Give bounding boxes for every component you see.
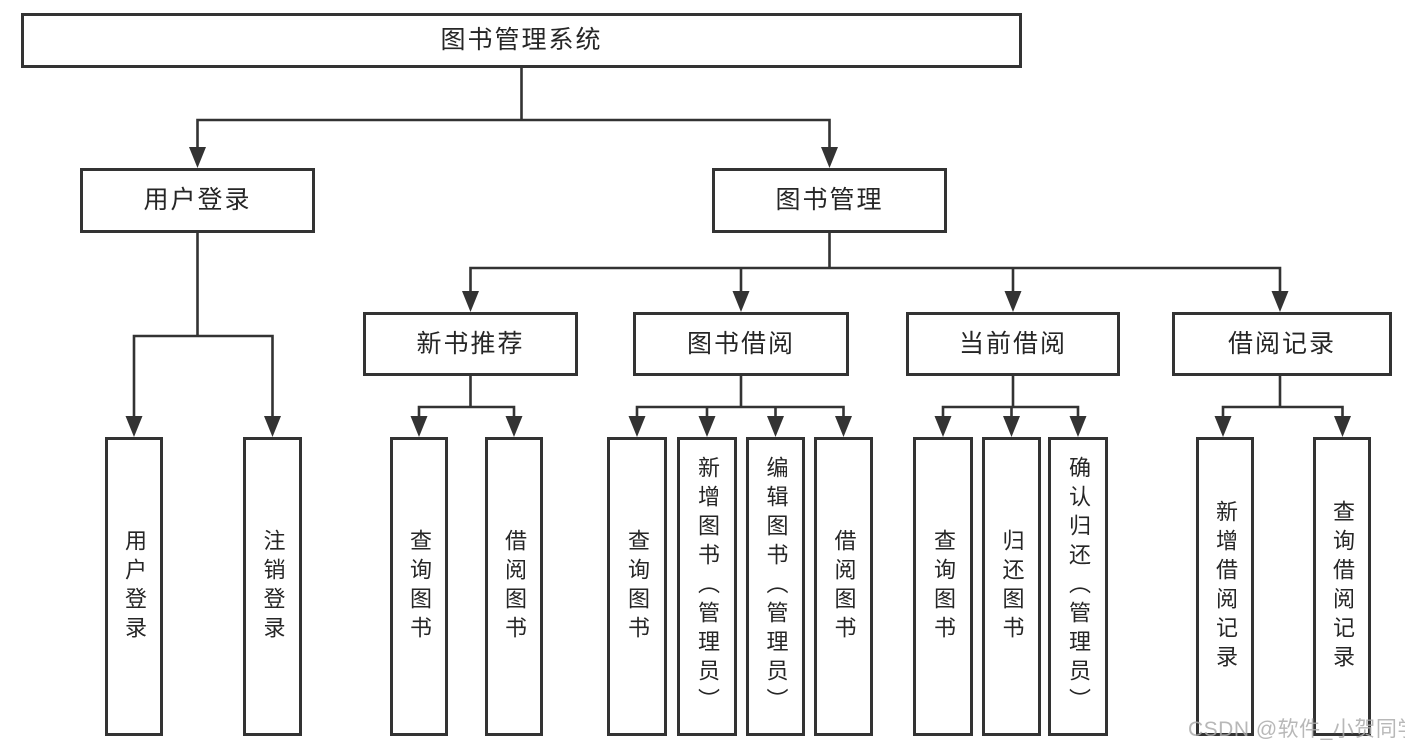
- leaf-label: 新增图书（管理员）: [695, 456, 720, 717]
- node-user-login: 用户登录: [80, 168, 315, 233]
- connector-new-book-recommend: [417, 374, 516, 420]
- leaf-label: 确认归还（管理员）: [1066, 456, 1091, 717]
- leaf-add-books-admin: 新增图书（管理员）: [677, 437, 737, 736]
- leaf-logout: 注销登录: [243, 437, 302, 736]
- leaf-label: 查询图书: [625, 528, 650, 645]
- leaf-label: 编辑图书（管理员）: [763, 456, 789, 717]
- leaf-label: 归还图书: [999, 528, 1025, 645]
- node-label: 图书管理系统: [440, 26, 603, 54]
- arrowheads-book-borrow-leaves: [628, 416, 852, 437]
- connector-user-login-to-leaves: [132, 231, 274, 420]
- node-book-management: 图书管理: [712, 168, 947, 233]
- node-label: 用户登录: [143, 186, 252, 214]
- node-new-book-recommend: 新书推荐: [363, 312, 578, 376]
- leaf-borrow-books: 借阅图书: [814, 437, 873, 736]
- arrowheads-borrow-records-leaves: [1214, 416, 1351, 437]
- arrowheads-level3: [462, 291, 1289, 312]
- node-library-management-system: 图书管理系统: [21, 13, 1022, 68]
- leaf-label: 注销登录: [260, 528, 286, 645]
- arrowheads-current-borrow-leaves: [934, 416, 1087, 437]
- connector-book-management-to-level3: [469, 231, 1282, 295]
- leaf-label: 用户登录: [122, 528, 147, 645]
- node-label: 图书管理: [775, 186, 884, 214]
- arrowheads-new-book-recommend-leaves: [410, 416, 523, 437]
- node-label: 新书推荐: [416, 329, 525, 358]
- arrowheads-user-login-leaves: [125, 416, 281, 437]
- node-book-borrow: 图书借阅: [633, 312, 849, 376]
- leaf-query-books-current: 查询图书: [913, 437, 973, 736]
- leaf-return-books: 归还图书: [982, 437, 1041, 736]
- connector-book-borrow: [635, 374, 845, 420]
- node-label: 借阅记录: [1227, 329, 1336, 358]
- leaf-label: 借阅图书: [831, 528, 857, 645]
- leaf-query-books-borrow: 查询图书: [607, 437, 667, 736]
- leaf-label: 查询图书: [407, 528, 432, 645]
- leaf-edit-books-admin: 编辑图书（管理员）: [746, 437, 805, 736]
- leaf-label: 借阅图书: [502, 528, 527, 645]
- node-label: 图书借阅: [686, 329, 795, 358]
- leaf-borrow-books-recommend: 借阅图书: [485, 437, 543, 736]
- connector-borrow-records: [1221, 374, 1344, 420]
- arrowheads-level2: [189, 147, 838, 168]
- leaf-label: 查询借阅记录: [1330, 499, 1355, 674]
- leaf-query-borrow-record: 查询借阅记录: [1313, 437, 1371, 736]
- csdn-watermark: CSDN @软件_小贺同学: [1188, 718, 1405, 741]
- connector-root-to-level2: [196, 66, 831, 152]
- leaf-label: 查询图书: [931, 528, 956, 645]
- node-current-borrow: 当前借阅: [906, 312, 1120, 376]
- leaf-user-login: 用户登录: [105, 437, 163, 736]
- node-borrow-records: 借阅记录: [1172, 312, 1392, 376]
- leaf-label: 新增借阅记录: [1213, 499, 1238, 674]
- leaf-confirm-return-admin: 确认归还（管理员）: [1048, 437, 1108, 736]
- connector-current-borrow: [941, 374, 1080, 420]
- node-label: 当前借阅: [958, 329, 1067, 358]
- leaf-add-borrow-record: 新增借阅记录: [1196, 437, 1254, 736]
- leaf-query-books-recommend: 查询图书: [390, 437, 448, 736]
